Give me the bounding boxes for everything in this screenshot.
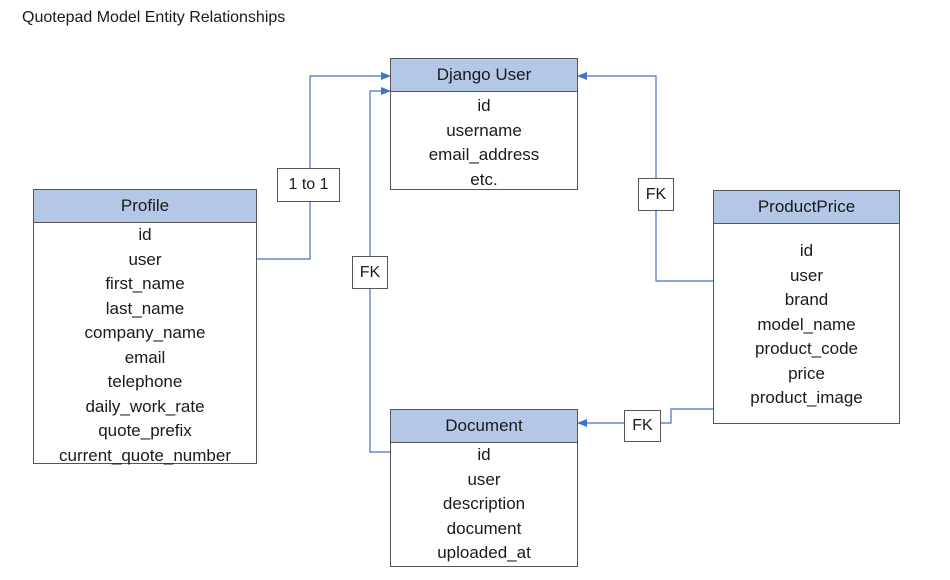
- entity-product-price-fields: id user brand model_name product_code pr…: [714, 224, 899, 411]
- field-uploaded-at: uploaded_at: [437, 543, 531, 562]
- field-user: user: [467, 469, 501, 489]
- field-company-name: company_name: [84, 323, 206, 342]
- field-user: user: [789, 265, 824, 285]
- field-etc: etc.: [470, 169, 498, 189]
- relationship-label-one-to-one: 1 to 1: [277, 168, 340, 202]
- diagram-title: Quotepad Model Entity Relationships: [22, 9, 286, 26]
- field-id: id: [477, 96, 491, 115]
- field-document: document: [446, 518, 522, 538]
- field-user: user: [128, 249, 162, 269]
- field-product-image: product_image: [750, 388, 863, 407]
- entity-document-header: Document: [391, 410, 577, 443]
- field-brand: brand: [784, 290, 829, 309]
- field-first-name: first_name: [105, 274, 185, 293]
- field-telephone: telephone: [107, 372, 183, 391]
- field-product-code: product_code: [754, 339, 859, 358]
- field-id: id: [799, 241, 814, 260]
- field-email: email: [124, 347, 166, 367]
- field-email-address: email_address: [428, 145, 540, 164]
- entity-profile-fields: id user first_name last_name company_nam…: [34, 223, 256, 468]
- entity-product-price-header: ProductPrice: [714, 191, 899, 224]
- field-last-name: last_name: [105, 298, 185, 318]
- entity-profile-header: Profile: [34, 190, 256, 223]
- connector-profile-to-user: [257, 72, 391, 260]
- entity-document: Document id user description document up…: [390, 409, 578, 567]
- relationship-label-productprice-document-fk: FK: [624, 410, 661, 442]
- field-current-quote-number: current_quote_number: [58, 445, 231, 465]
- entity-document-fields: id user description document uploaded_at: [391, 443, 577, 566]
- relationship-label-productprice-user-fk: FK: [638, 178, 674, 211]
- field-id: id: [477, 445, 491, 464]
- field-id: id: [138, 225, 152, 244]
- relationship-label-document-fk: FK: [352, 256, 388, 289]
- entity-django-user: Django User id username email_address et…: [390, 58, 578, 190]
- field-model-name: model_name: [757, 314, 856, 334]
- entity-profile: Profile id user first_name last_name com…: [33, 189, 257, 465]
- entity-django-user-header: Django User: [391, 59, 577, 92]
- entity-product-price: ProductPrice id user brand model_name pr…: [713, 190, 900, 424]
- field-username: username: [446, 120, 522, 140]
- field-description: description: [442, 494, 526, 513]
- entity-django-user-fields: id username email_address etc.: [391, 92, 577, 192]
- field-daily-work-rate: daily_work_rate: [85, 396, 205, 416]
- field-price: price: [788, 363, 825, 383]
- field-quote-prefix: quote_prefix: [98, 421, 192, 440]
